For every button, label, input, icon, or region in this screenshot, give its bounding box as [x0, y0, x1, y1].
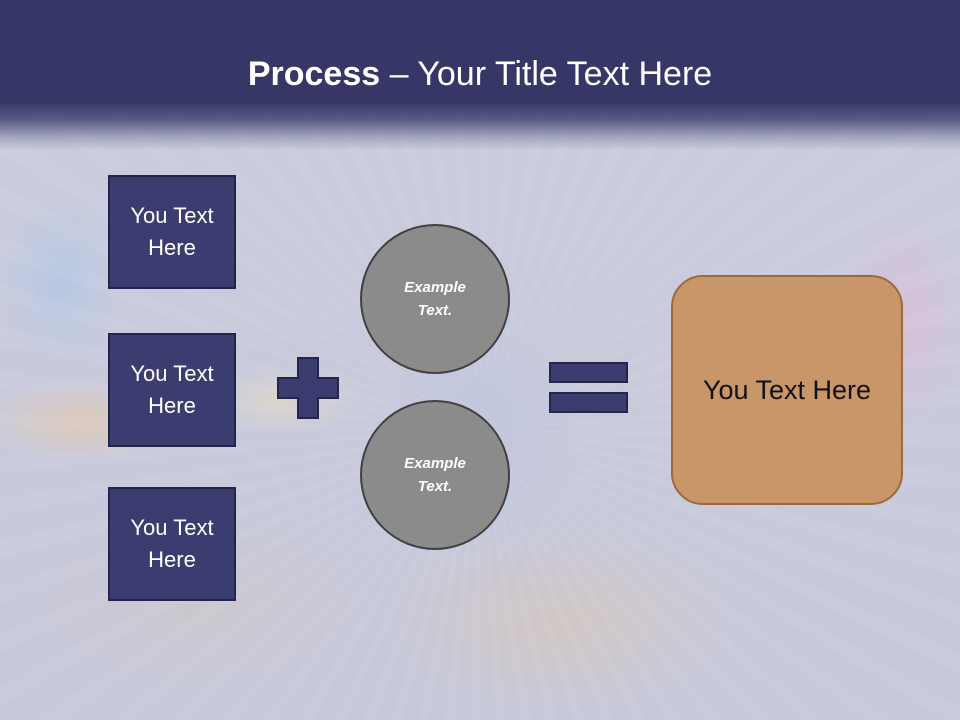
text-box-1[interactable]: You Text Here — [108, 175, 236, 289]
slide-title[interactable]: Process – Your Title Text Here — [0, 52, 960, 96]
example-circle-1[interactable]: Example Text. — [360, 224, 510, 374]
example-circle-2-label: Example Text. — [404, 455, 466, 495]
plus-shape — [277, 357, 339, 419]
result-box-label: You Text Here — [702, 375, 872, 405]
title-rest: – Your Title Text Here — [380, 55, 713, 93]
text-box-3-label: You Text Here — [130, 515, 214, 572]
text-box-1-label: You Text Here — [130, 203, 214, 260]
equals-icon-top-bar[interactable] — [549, 362, 628, 383]
text-box-2-label: You Text Here — [130, 361, 214, 418]
example-circle-1-label: Example Text. — [404, 279, 466, 319]
equals-icon-bottom-bar[interactable] — [549, 392, 628, 413]
plus-icon[interactable] — [276, 356, 340, 420]
example-circle-2[interactable]: Example Text. — [360, 400, 510, 550]
result-box[interactable]: You Text Here — [671, 275, 903, 505]
text-box-3[interactable]: You Text Here — [108, 487, 236, 601]
title-bar: Process – Your Title Text Here — [0, 0, 960, 150]
title-bold: Process — [247, 55, 381, 93]
text-box-2[interactable]: You Text Here — [108, 333, 236, 447]
